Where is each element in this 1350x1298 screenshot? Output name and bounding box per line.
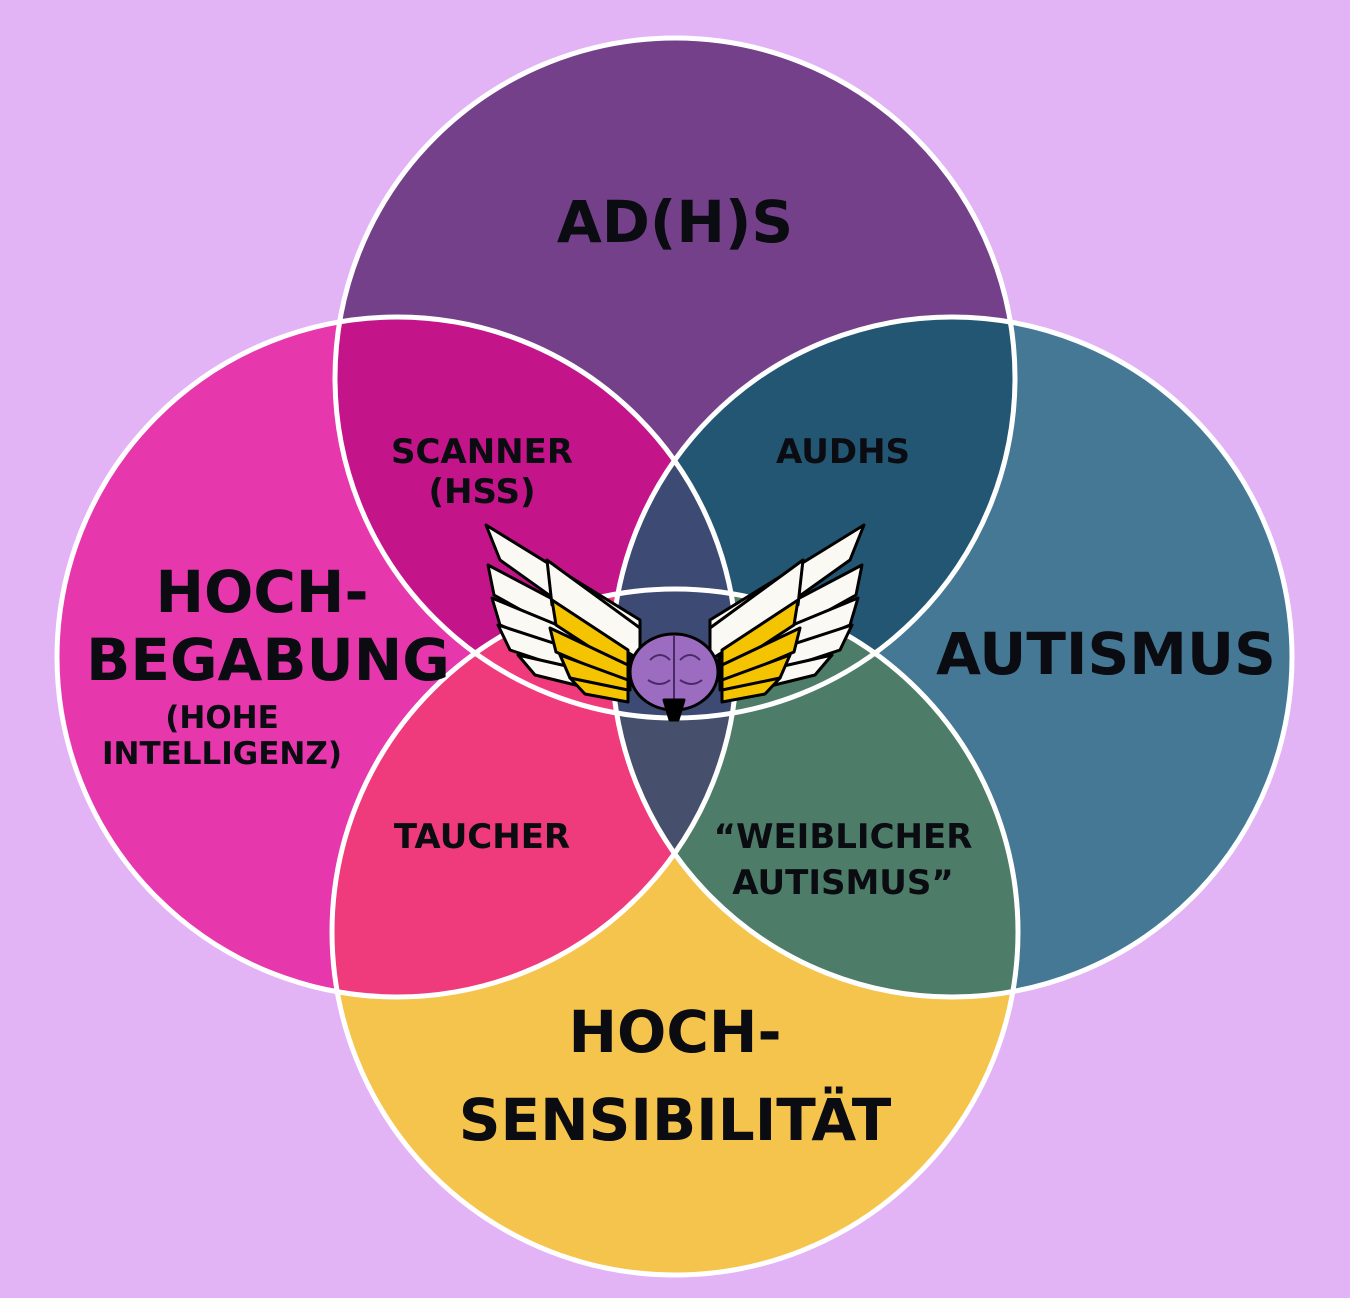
- winged-brain-icon: [484, 523, 866, 722]
- label-autismus: AUTISMUS: [936, 620, 1276, 688]
- label-hochbegabung-line1: HOCH-: [155, 558, 369, 626]
- label-hochbegabung-line2: BEGABUNG: [86, 626, 450, 694]
- label-scanner-line2: (HSS): [428, 472, 536, 512]
- label-hochbegabung-sub2: INTELLIGENZ): [101, 736, 343, 772]
- label-weiblicher-autismus-line1: “WEIBLICHER: [713, 817, 973, 857]
- label-weiblicher-autismus-line2: AUTISMUS”: [732, 863, 954, 903]
- label-hochsensibilitaet-line2: SENSIBILITÄT: [458, 1086, 892, 1154]
- label-hochbegabung-sub1: (HOHE: [165, 700, 279, 736]
- label-adhs: AD(H)S: [556, 188, 794, 256]
- label-audhs: AUDHS: [775, 432, 911, 472]
- label-hochsensibilitaet-line1: HOCH-: [568, 998, 782, 1066]
- label-scanner-line1: SCANNER: [390, 432, 574, 472]
- label-taucher: TAUCHER: [393, 817, 571, 857]
